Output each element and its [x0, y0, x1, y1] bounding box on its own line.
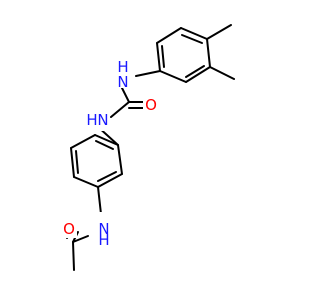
nitrogen-label: N [98, 220, 109, 238]
nh-label: N H [114, 58, 132, 91]
bond [73, 176, 99, 188]
bond [185, 65, 205, 78]
oxygen-label: O [63, 220, 75, 238]
bond [156, 27, 182, 44]
bond [180, 27, 208, 40]
bond [117, 144, 123, 175]
bond [97, 186, 102, 215]
bond [181, 34, 203, 44]
bond [97, 173, 123, 188]
nitrogen-label: N [117, 73, 128, 91]
bond [70, 147, 75, 178]
nitrogen-label: N [97, 111, 108, 129]
bond [156, 42, 161, 72]
bond [185, 66, 211, 83]
hydrogen-label: H [117, 58, 128, 76]
bond [206, 38, 211, 68]
bond [209, 66, 235, 80]
bond [72, 235, 89, 243]
atom-labels: N H O N H N H O [61, 58, 157, 249]
bond [95, 140, 114, 150]
bond [110, 101, 130, 118]
hydrogen-label: H [98, 231, 109, 249]
bonds [66, 24, 235, 271]
nh-label: N H [92, 212, 114, 249]
bond [94, 134, 119, 146]
bond [75, 150, 79, 174]
bond [206, 24, 232, 40]
hydrogen-label: H [86, 111, 97, 129]
oxygen-label: O [145, 96, 157, 114]
nh-label: N H [86, 109, 110, 131]
bond [159, 70, 187, 83]
oxygen-label-group: O [61, 220, 77, 238]
bond [70, 134, 96, 149]
oxygen-label-group: O [143, 96, 157, 114]
bond [72, 241, 75, 271]
bond [161, 45, 165, 68]
bond [97, 171, 117, 182]
molecule-diagram: N H O N H N H O [61, 24, 235, 271]
bond [135, 70, 161, 77]
